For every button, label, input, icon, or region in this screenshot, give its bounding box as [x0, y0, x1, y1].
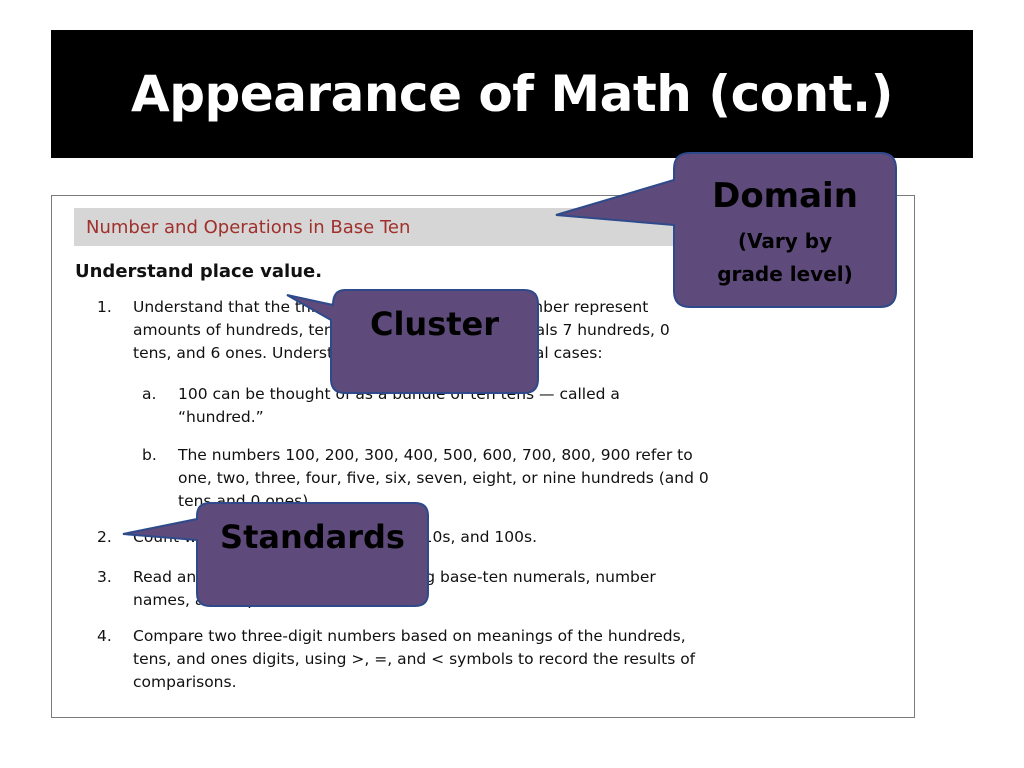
standard-line: comparisons.	[133, 673, 237, 691]
standard-number: 2.	[97, 528, 112, 546]
standard-4: 4. Compare two three-digit numbers based…	[97, 625, 897, 697]
standard-number: 3.	[97, 568, 112, 586]
domain-heading: Number and Operations in Base Ten	[86, 217, 411, 238]
standard-line: The numbers 100, 200, 300, 400, 500, 600…	[178, 446, 693, 464]
slide-title: Appearance of Math (cont.)	[131, 65, 893, 123]
standard-1a: a. 100 can be thought of as a bundle of …	[142, 383, 882, 431]
title-bar: Appearance of Math (cont.)	[51, 30, 973, 158]
standard-number: a.	[142, 385, 157, 403]
standard-line: tens, and 6 ones. Understand the followi…	[133, 344, 603, 362]
standard-number: 4.	[97, 627, 112, 645]
standard-line: tens and 0 ones).	[178, 492, 314, 510]
cluster-callout-label: Cluster	[369, 305, 500, 343]
standard-line: 100 can be thought of as a bundle of ten…	[178, 385, 620, 403]
standard-line: Read and write numbers to 1000 using bas…	[133, 568, 656, 586]
standard-1b: b. The numbers 100, 200, 300, 400, 500, …	[142, 444, 902, 516]
standard-line: Compare two three-digit numbers based on…	[133, 627, 686, 645]
standard-line: one, two, three, four, five, six, seven,…	[178, 469, 709, 487]
standard-line: names, and expanded form.	[133, 591, 352, 609]
standard-number: b.	[142, 446, 157, 464]
standard-line: “hundred.”	[178, 408, 264, 426]
domain-callout-sublabel: (Vary by	[737, 229, 833, 253]
cluster-heading: Understand place value.	[75, 261, 323, 282]
domain-callout-sublabel: grade level)	[717, 262, 853, 286]
standard-number: 1.	[97, 298, 112, 316]
domain-callout-label: Domain	[712, 176, 858, 216]
standards-callout-label: Standards	[220, 518, 405, 556]
standard-3: 3. Read and write numbers to 1000 using …	[97, 566, 877, 614]
standard-line: tens, and ones digits, using >, =, and <…	[133, 650, 696, 668]
